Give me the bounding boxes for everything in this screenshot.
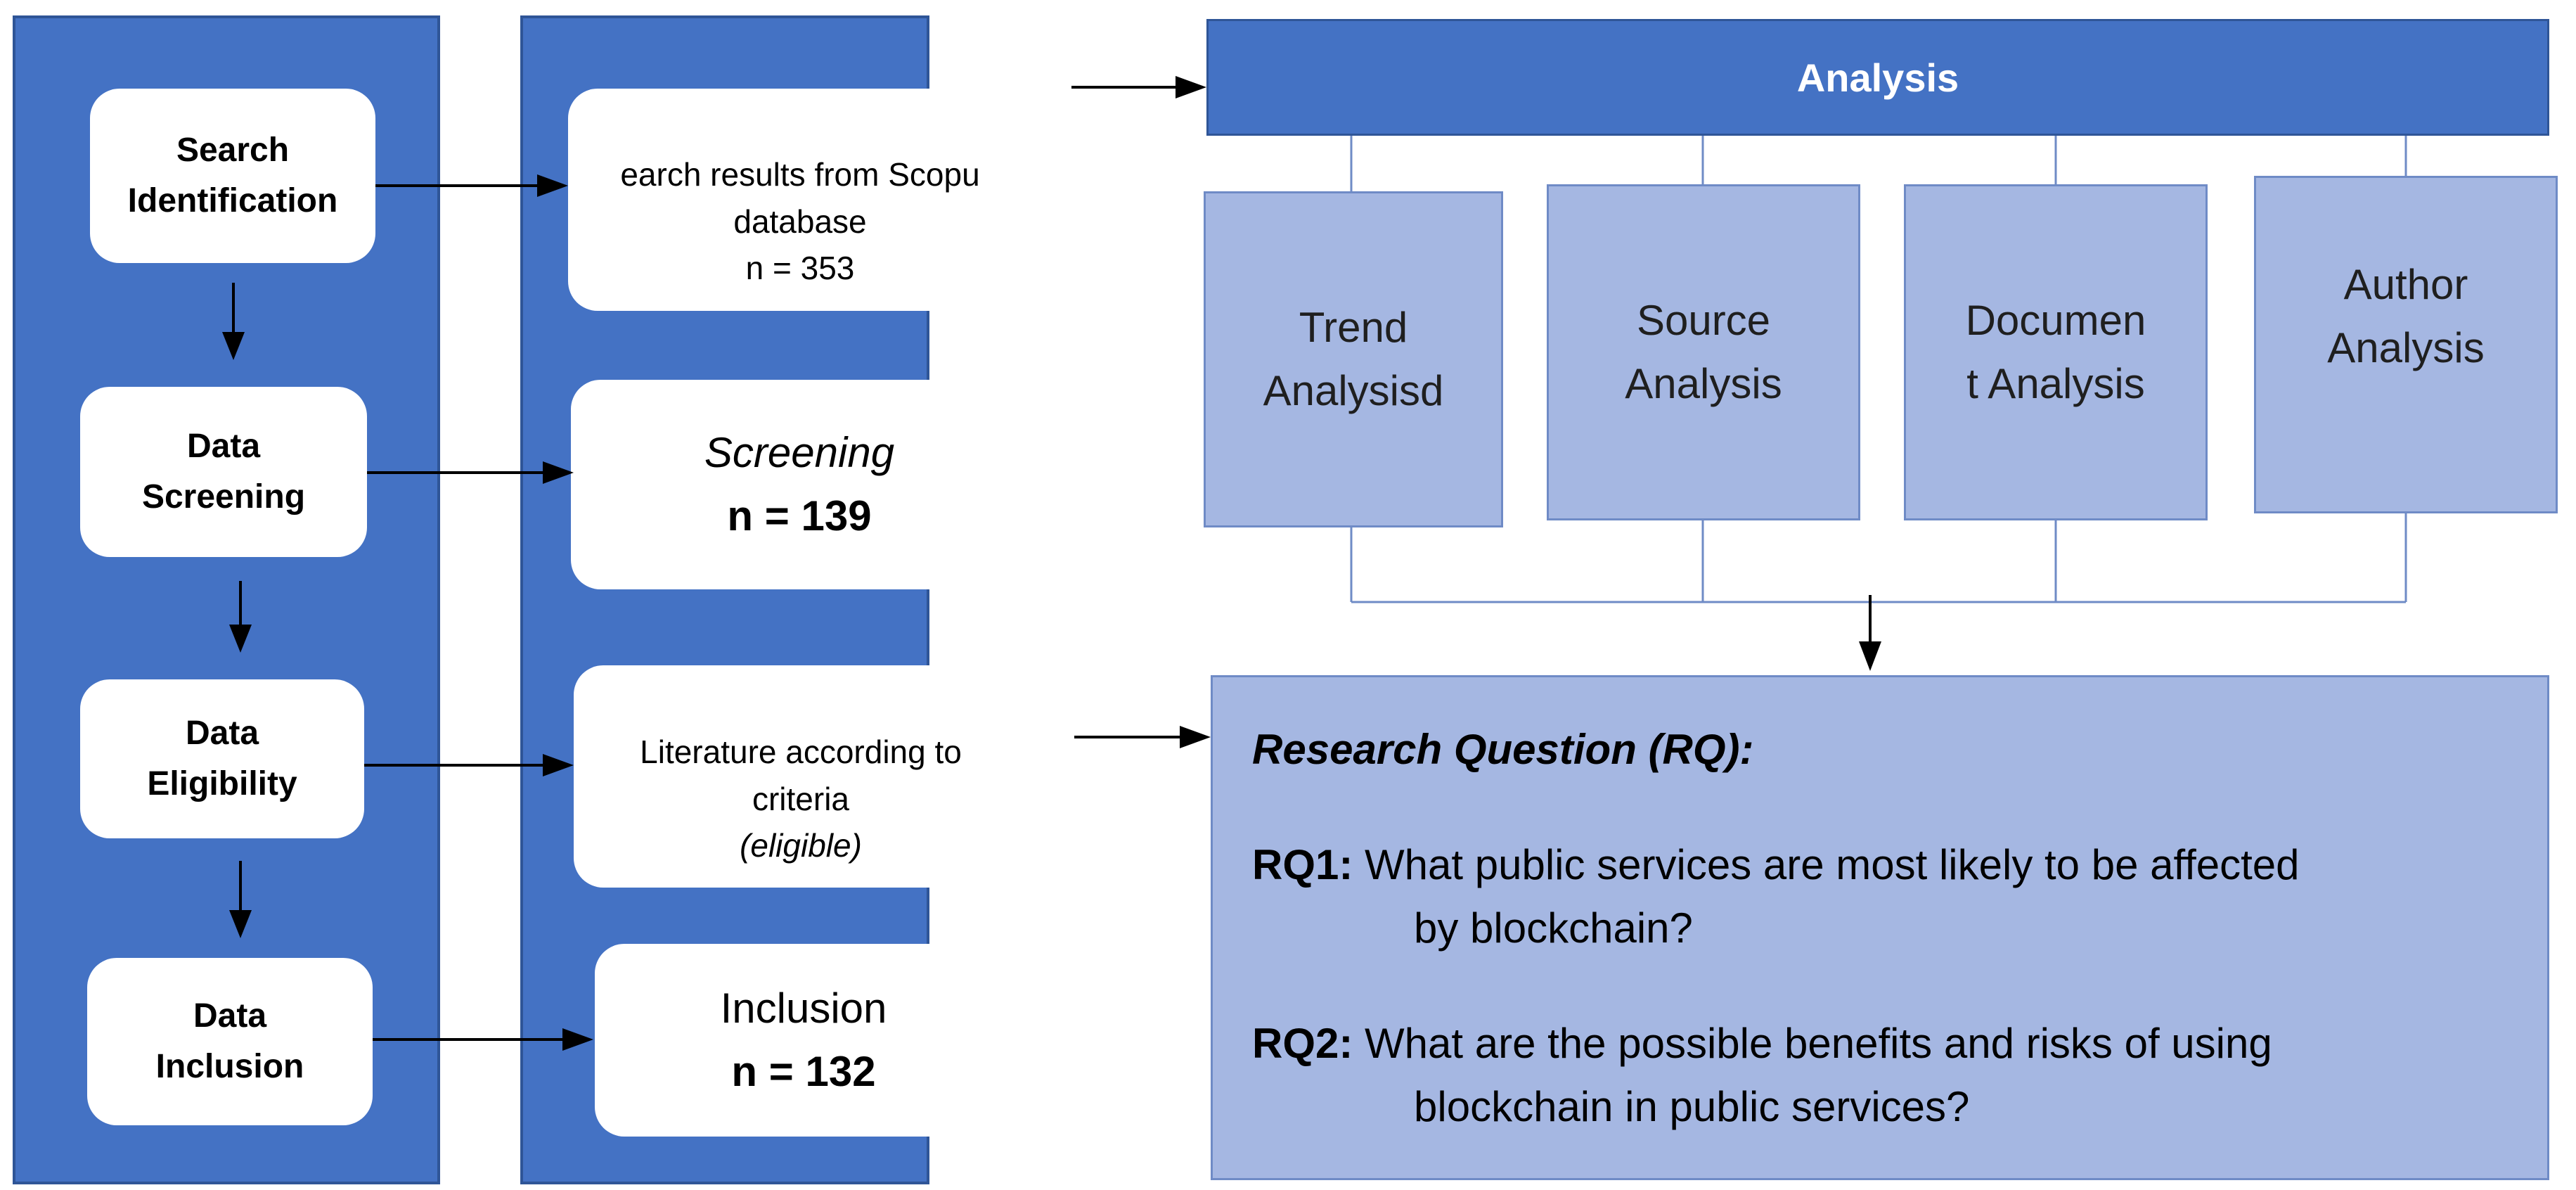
result-text: Literature according to: [640, 733, 962, 770]
analysis-label: t Analysis: [1966, 360, 2145, 407]
result-text: criteria: [752, 780, 850, 817]
step-search-identification: Search Identification: [90, 89, 375, 263]
result-screening: Screening n = 139: [571, 380, 1028, 589]
analysis-source: Source Analysis: [1547, 184, 1860, 520]
analysis-label: Documen: [1965, 297, 2146, 344]
result-eligible-literature: Literature according to criteria (eligib…: [574, 665, 1028, 888]
arrow-connector: [222, 283, 245, 360]
arrow-connector: [229, 581, 252, 653]
step-label: Search: [176, 132, 290, 169]
result-count: (eligible): [740, 827, 862, 864]
step-data-screening: Data Screening: [80, 387, 367, 557]
research-question-2: RQ2: What are the possible benefits and …: [1252, 1012, 2518, 1139]
analysis-label: Trend: [1299, 304, 1408, 351]
question-label: RQ2:: [1252, 1020, 1353, 1067]
result-text: Screening: [704, 429, 895, 476]
arrow-connector: [229, 861, 252, 938]
result-text: Inclusion: [720, 985, 887, 1032]
question-text: What public services are most likely to …: [1353, 841, 2300, 888]
analysis-label: Author: [2343, 261, 2468, 308]
analysis-banner: Analysis: [1206, 19, 2549, 136]
step-label: Data: [193, 997, 267, 1035]
arrow-connector: [1071, 76, 1206, 98]
arrow-connector: [1859, 595, 1881, 671]
result-count: n = 132: [731, 1048, 876, 1095]
step-label: Identification: [127, 182, 338, 219]
step-label: Data: [185, 715, 259, 752]
step-data-eligibility: Data Eligibility: [80, 679, 364, 838]
question-text: What are the possible benefits and risks…: [1353, 1020, 2272, 1067]
result-text: database: [733, 203, 867, 240]
step-label: Data: [186, 428, 261, 465]
analysis-document: Documen t Analysis: [1904, 184, 2208, 520]
step-label: Eligibility: [147, 765, 297, 802]
research-question-1: RQ1: What public services are most likel…: [1252, 833, 2518, 960]
result-text: earch results from Scopu: [620, 155, 980, 193]
question-text: by blockchain?: [1414, 904, 1693, 952]
result-count: n = 139: [727, 492, 872, 539]
research-question-title: Research Question (RQ):: [1252, 726, 1754, 773]
step-label: Inclusion: [155, 1048, 304, 1085]
analysis-label: Analysisd: [1263, 367, 1444, 414]
arrow-connector: [367, 461, 574, 484]
result-count: n = 353: [745, 250, 855, 287]
analysis-author: Author Analysis: [2254, 176, 2558, 513]
step-label: Screening: [141, 478, 306, 516]
arrow-connector: [375, 174, 568, 197]
analysis-label: Analysis: [1625, 360, 1782, 407]
question-text: blockchain in public services?: [1414, 1083, 1970, 1130]
research-question-box: Research Question (RQ): RQ1: What public…: [1211, 675, 2549, 1180]
question-label: RQ1:: [1252, 841, 1353, 888]
analysis-label: Analysis: [2327, 324, 2485, 371]
step-data-inclusion: Data Inclusion: [87, 958, 373, 1125]
analysis-label: Source: [1636, 297, 1771, 344]
arrow-connector: [373, 1028, 593, 1051]
arrow-connector: [364, 754, 574, 776]
analysis-trend: Trend Analysisd: [1204, 191, 1503, 527]
result-search-results: earch results from Scopu database n = 35…: [568, 89, 1032, 311]
result-inclusion: Inclusion n = 132: [595, 944, 1012, 1137]
analysis-tree-lines: [1350, 136, 2407, 603]
arrow-connector: [1074, 726, 1211, 748]
